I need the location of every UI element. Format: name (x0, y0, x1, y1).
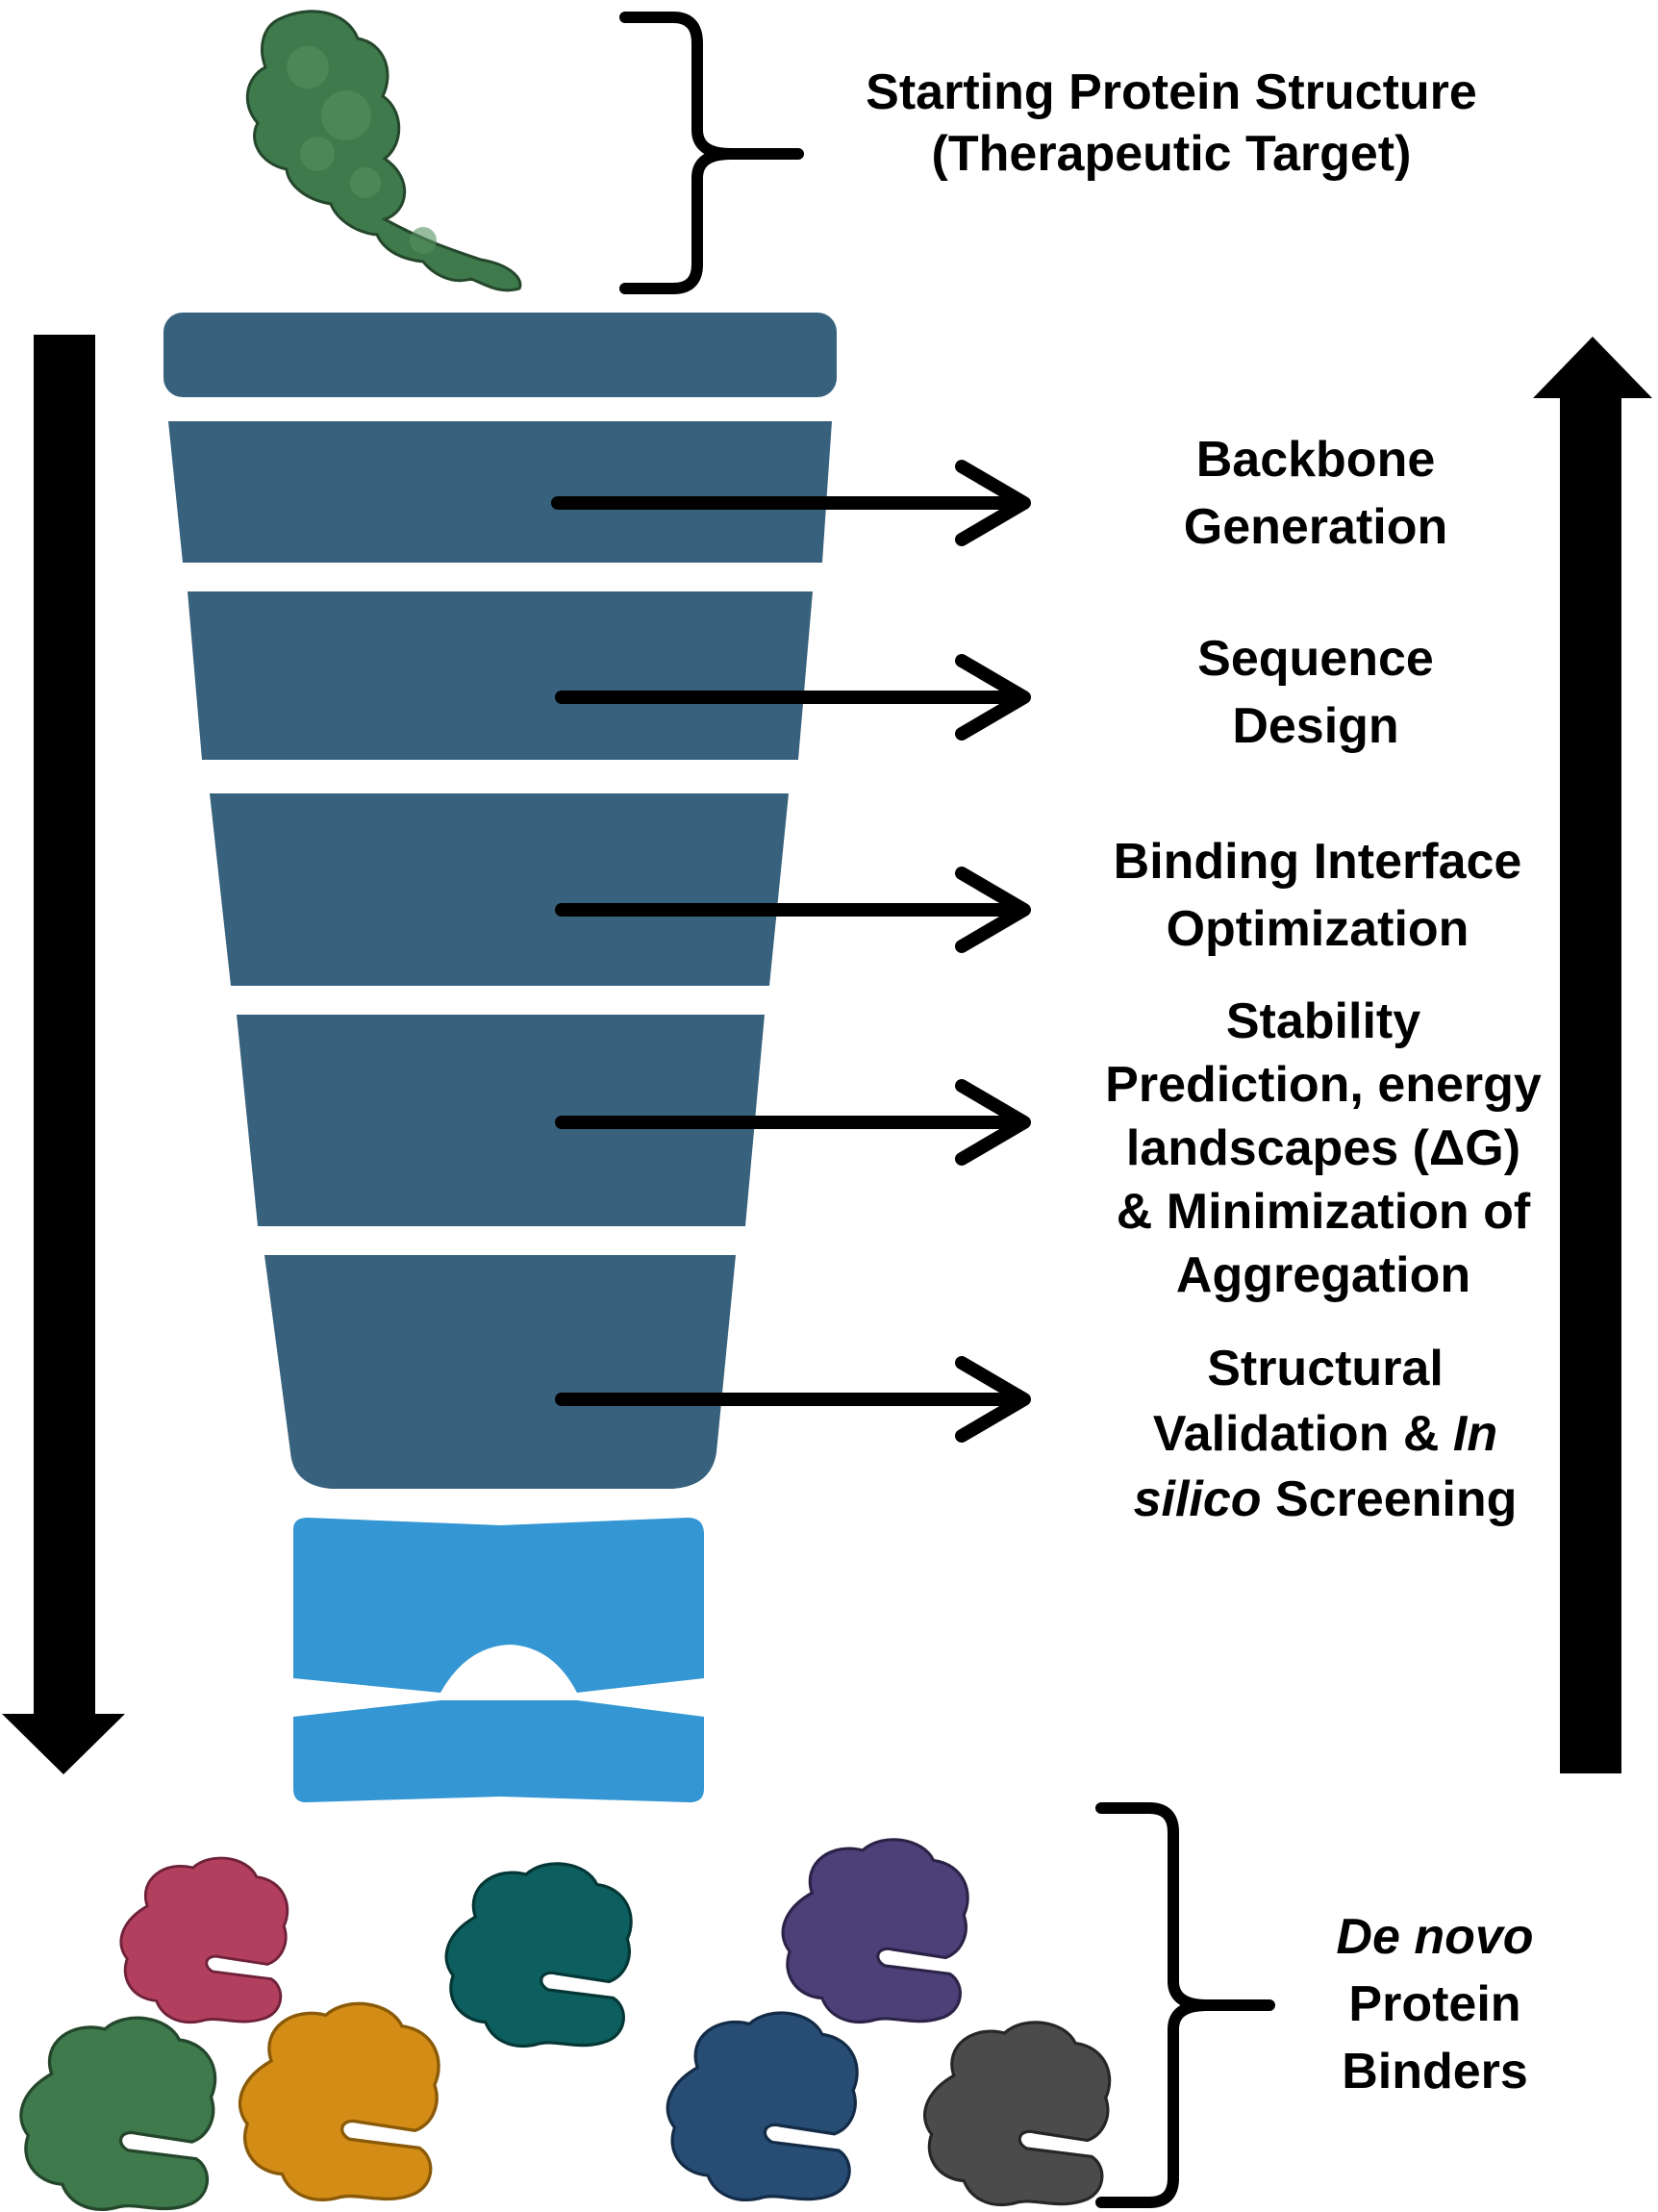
funnel-band-4 (237, 1015, 765, 1226)
up-arrow (1533, 337, 1652, 1773)
step-label-binding-interface: Binding Interface Optimization (1113, 834, 1522, 957)
funnel-band-1 (168, 421, 832, 563)
protein-structure-icon (245, 10, 522, 292)
binder-navy-icon (666, 2011, 859, 2202)
binder-pink-icon (119, 1856, 289, 2024)
step-arrow-2 (555, 654, 1031, 741)
step-label-backbone: Backbone Generation (1183, 432, 1448, 555)
binder-gray-icon (922, 2021, 1112, 2207)
step-arrow-1 (551, 460, 1031, 546)
step-label-sequence: Sequence Design (1197, 631, 1434, 754)
funnel-band-3 (210, 793, 789, 986)
step-label-stability: Stability Prediction, energy landscapes … (1105, 993, 1542, 1303)
binder-orange-icon (238, 2001, 440, 2201)
down-arrow (2, 335, 125, 1774)
step-label-structural-validation: Structural Validation & In silico Screen… (1133, 1341, 1518, 1527)
de-novo-binders-label: De novo Protein Binders (1336, 1909, 1534, 2099)
funnel (163, 313, 837, 1489)
collector-cup (293, 1518, 704, 1803)
top-bracket (619, 12, 804, 294)
binder-purple-icon (781, 1838, 969, 2024)
step-arrow-3 (555, 867, 1031, 953)
step-arrow-4 (555, 1079, 1031, 1166)
funnel-band-5 (264, 1255, 736, 1489)
starting-structure-label: Starting Protein Structure (Therapeutic … (866, 64, 1477, 182)
funnel-band-2 (188, 591, 813, 760)
funnel-rim (163, 313, 837, 397)
bottom-bracket (1095, 1802, 1275, 2208)
binder-teal-icon (444, 1862, 633, 2049)
step-arrow-5 (555, 1356, 1031, 1443)
binder-green-icon (19, 2016, 217, 2212)
